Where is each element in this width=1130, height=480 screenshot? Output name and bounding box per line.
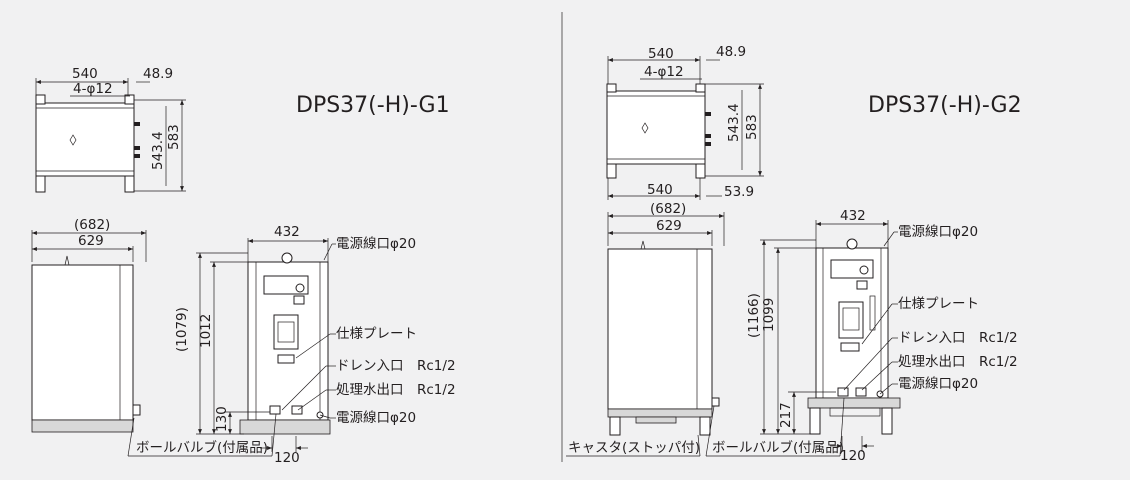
panel-g1: DPS37(-H)-G1 540 48.9 4-φ12 (31, 66, 456, 466)
g1-label-spec-plate: 仕様プレート (336, 326, 417, 342)
g1-top-width: 540 (72, 66, 98, 82)
g2-side-base-height: 217 (778, 402, 794, 428)
model-title-g2: DPS37(-H)-G2 (868, 93, 1022, 118)
g1-label-ball-valve: ボールバルブ(付属品) (136, 439, 268, 456)
panel-g2: DPS37(-H)-G2 540 48.9 4-φ12 (566, 44, 1022, 464)
g1-top-holes: 4-φ12 (73, 81, 113, 97)
g1-side-outer-height: (1079) (174, 307, 190, 352)
g1-valve-spacing: 120 (274, 450, 300, 466)
g2-label-power-inlet-top: 電源線口φ20 (898, 224, 978, 240)
g1-label-power-inlet-bottom: 電源線口φ20 (336, 410, 416, 426)
g2-top-holes: 4-φ12 (644, 64, 684, 80)
g1-side-height: 1012 (198, 314, 214, 348)
g2-label-treated-water-outlet: 処理水出口 Rc1/2 (898, 354, 1018, 370)
g2-top-depth-inner: 543.4 (726, 103, 742, 142)
model-title-g1: DPS37(-H)-G1 (296, 93, 450, 118)
g2-side-outer-height: (1166) (746, 293, 762, 338)
g1-top-depth-inner: 543.4 (150, 131, 166, 170)
g2-top-width: 540 (648, 46, 674, 62)
g1-label-drain-inlet: ドレン入口 Rc1/2 (336, 358, 456, 374)
g2-side-width: 432 (840, 208, 866, 224)
g1-side-base-height: 130 (214, 406, 230, 432)
g1-front-outer-width: (682) (74, 217, 110, 233)
g2-valve-spacing: 120 (840, 448, 866, 464)
g1-label-treated-water-outlet: 処理水出口 Rc1/2 (336, 382, 456, 398)
g2-front-outer-width: (682) (650, 201, 686, 217)
g2-top-offset: 48.9 (716, 44, 746, 60)
g2-label-spec-plate: 仕様プレート (898, 296, 979, 312)
g1-top-offset: 48.9 (143, 66, 173, 82)
side-view-g1: 432 (1079) 1012 130 (127, 224, 456, 466)
g2-top-bottom-offset: 53.9 (724, 184, 754, 200)
g2-front-width: 629 (656, 218, 682, 234)
g2-label-caster: キャスタ(ストッパ付) (568, 440, 700, 456)
g1-side-width: 432 (274, 224, 300, 240)
g1-top-depth: 583 (166, 124, 182, 150)
top-view-g1: 540 48.9 4-φ12 543.4 583 (35, 66, 186, 193)
g2-label-power-inlet-bottom: 電源線口φ20 (898, 376, 978, 392)
g2-side-height: 1099 (761, 298, 777, 332)
front-view-g1: (682) 629 (31, 217, 147, 433)
g1-label-power-inlet-top: 電源線口φ20 (336, 236, 416, 252)
top-view-g2: 540 48.9 4-φ12 543.4 583 540 53.9 (606, 44, 764, 200)
g2-top-bottom-width: 540 (647, 182, 673, 198)
front-view-g2: (682) 629 (607, 201, 725, 436)
g2-label-ball-valve: ボールバルブ(付属品) (712, 439, 844, 456)
g2-label-drain-inlet: ドレン入口 Rc1/2 (898, 330, 1018, 346)
side-view-g2: 432 (1166) (566, 208, 1018, 464)
g2-top-depth: 583 (744, 114, 760, 140)
g1-front-width: 629 (78, 233, 104, 249)
